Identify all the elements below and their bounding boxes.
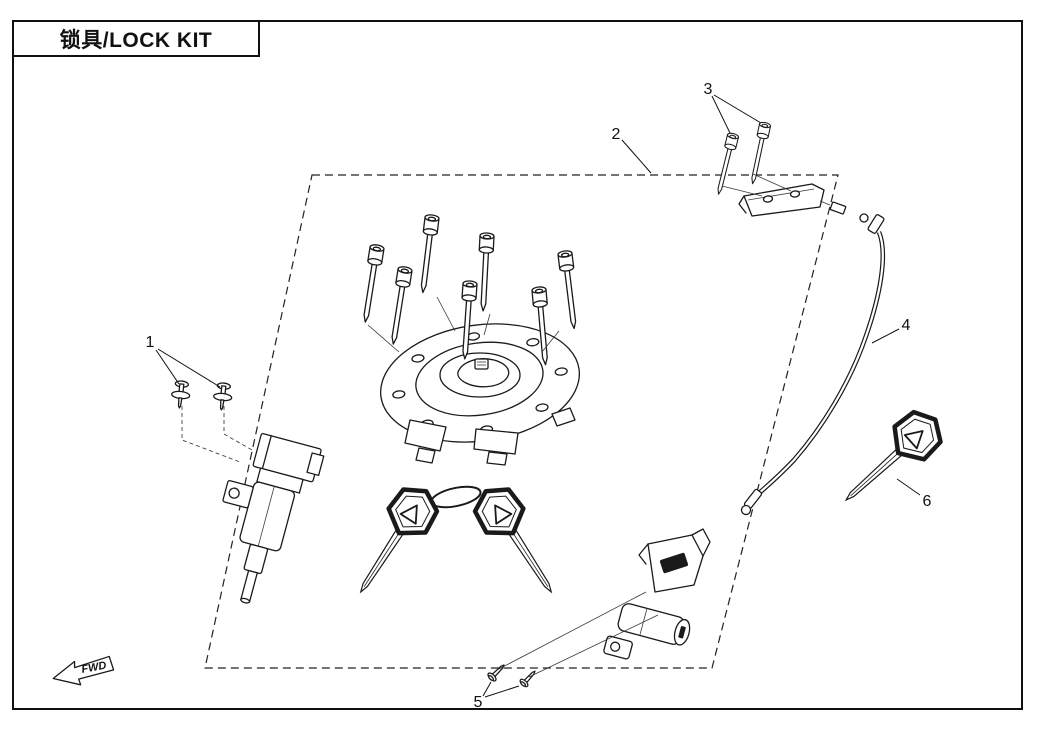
- fwd-arrow: FWD: [52, 655, 115, 686]
- cap-latch-right: [473, 428, 519, 455]
- spare-key: [842, 403, 950, 504]
- lock-screw: [518, 667, 540, 689]
- callout-4: 4: [902, 317, 911, 334]
- mount-bracket: [738, 183, 825, 217]
- lock-cylinder: [617, 603, 691, 646]
- key-pair: [356, 479, 556, 595]
- title-box: 锁具/LOCK KIT: [12, 20, 260, 57]
- key-ring: [430, 485, 482, 509]
- cable-outer: [756, 231, 886, 496]
- rivet-screw: [211, 381, 234, 412]
- cap-bolt: [415, 213, 440, 294]
- cap-hinge-tab: [551, 407, 576, 427]
- callout-6: 6: [923, 493, 932, 510]
- switch-rivets: [169, 379, 253, 463]
- seat-lock-cable: [740, 200, 886, 516]
- fuel-cap-dome: [439, 352, 521, 398]
- callout-2: 2: [612, 126, 621, 143]
- bracket-bolt: [712, 131, 740, 197]
- callout-leaders: [155, 94, 921, 698]
- callout-3: 3: [704, 81, 713, 98]
- callout-1: 1: [146, 334, 155, 351]
- bracket-bolts: [712, 120, 792, 197]
- cap-latch-left: [404, 419, 447, 452]
- switch-stem: [240, 569, 258, 603]
- rivet-screw: [169, 379, 192, 410]
- cap-bolt: [385, 265, 414, 346]
- page-title: 锁具/LOCK KIT: [59, 28, 213, 52]
- seat-lock-assembly: [603, 528, 711, 660]
- cap-bolt: [557, 249, 582, 330]
- fwd-label: FWD: [81, 660, 108, 676]
- lock-latch-tab: [603, 635, 633, 660]
- fuel-cap-assembly: [379, 323, 581, 466]
- ignition-switch-assembly: [222, 433, 325, 604]
- key-left: [356, 479, 444, 595]
- cap-label-plate: [474, 358, 489, 370]
- cap-bolt: [357, 243, 386, 324]
- lock-slot: [659, 552, 689, 574]
- callout-5: 5: [474, 694, 483, 711]
- cap-bolt: [475, 231, 495, 312]
- cable-elbow: [859, 213, 869, 223]
- lock-screws: [485, 591, 659, 689]
- fwd-arrow-shape: [52, 655, 115, 686]
- keyhole: [678, 626, 686, 639]
- lock-screw: [485, 660, 509, 684]
- fuel-cap-bolts: [357, 213, 582, 366]
- key-right: [467, 479, 556, 595]
